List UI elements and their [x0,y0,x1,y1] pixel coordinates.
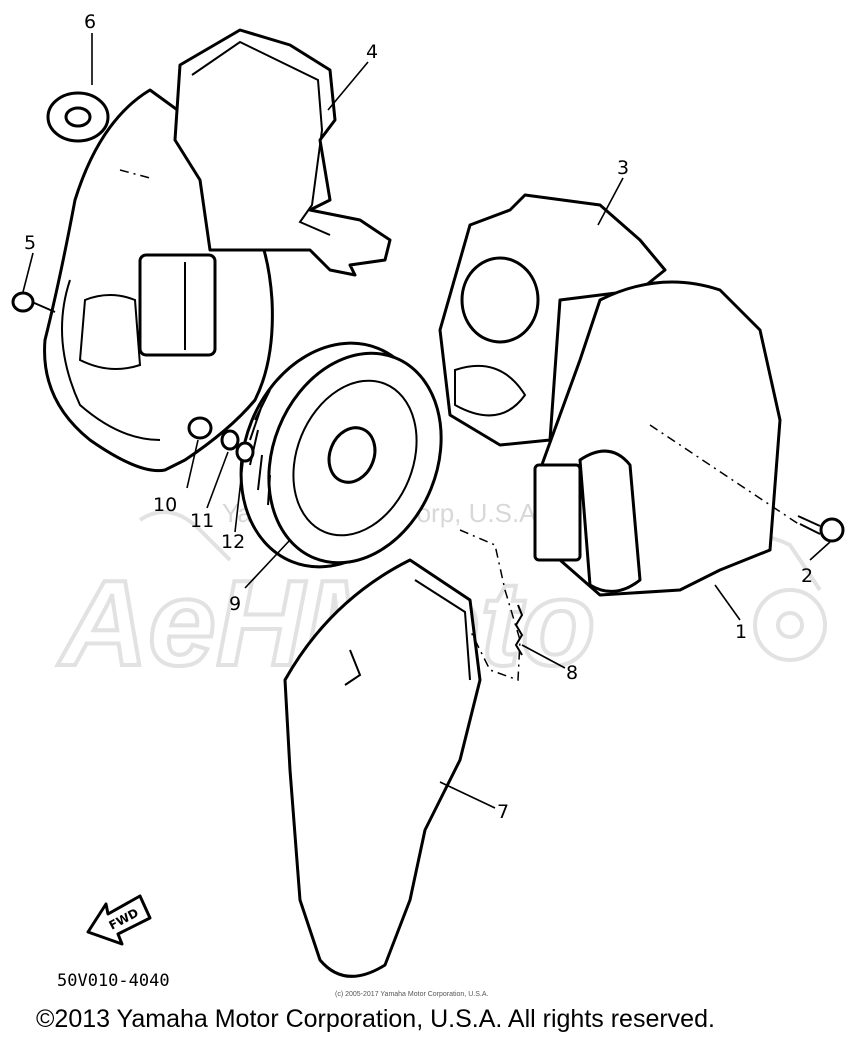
callout-4: 4 [366,41,378,63]
fasteners [187,416,255,463]
callout-9: 9 [229,593,241,615]
diagram-code: 50V010-4040 [57,971,170,991]
callout-7: 7 [497,801,509,823]
small-copyright: (c) 2005-2017 Yamaha Motor Corporation, … [335,991,488,998]
fan-housing-cover [11,28,392,473]
leader-lines [22,33,831,809]
callout-12: 12 [221,531,245,553]
flywheel-fan [239,341,443,569]
callout-8: 8 [566,662,578,684]
copyright-notice: ©2013 Yamaha Motor Corporation, U.S.A. A… [36,1005,715,1033]
callouts: 6 4 3 5 10 11 12 9 1 2 8 7 [24,11,813,823]
callout-10: 10 [153,494,177,516]
air-duct [283,529,524,978]
callout-1: 1 [735,621,747,643]
fwd-arrow-icon: FWD [86,894,152,946]
callout-2: 2 [801,565,813,587]
air-shroud [438,193,845,597]
callout-11: 11 [190,510,214,532]
callout-3: 3 [617,157,629,179]
callout-5: 5 [24,232,36,254]
callout-6: 6 [84,11,96,33]
